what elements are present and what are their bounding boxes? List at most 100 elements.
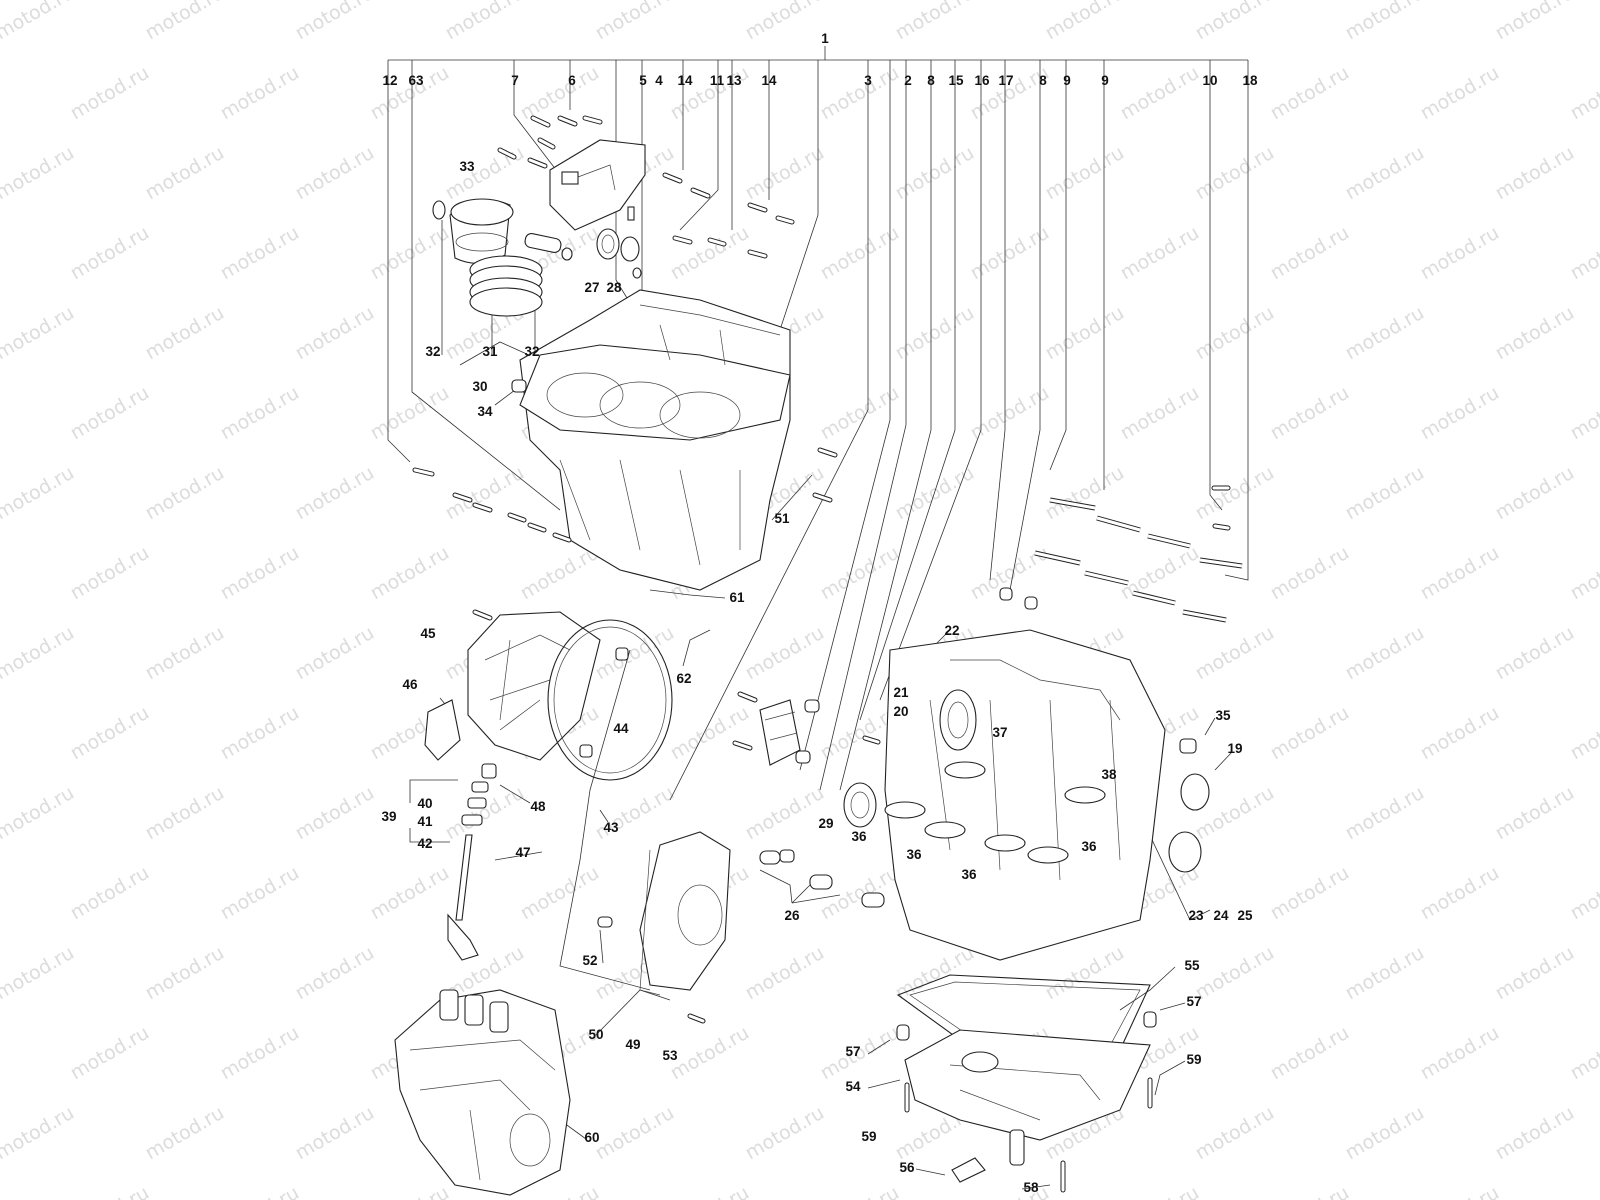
watermark-text: motod.ru xyxy=(1192,142,1278,205)
engine-overview-thumbnail xyxy=(394,989,571,1196)
label-23: 23 xyxy=(1188,908,1204,923)
label-43: 43 xyxy=(603,820,619,835)
part-number-labels: 1 12 63 7 6 5 4 14 11 13 14 3 2 8 15 16 … xyxy=(381,31,1258,1195)
watermark-text: motod.ru xyxy=(367,862,453,925)
watermark-text: motod.ru xyxy=(67,542,153,605)
watermark-text: motod.ru xyxy=(1267,222,1353,285)
watermark-text: motod.ru xyxy=(817,1182,903,1200)
watermark-text: motod.ru xyxy=(67,1182,153,1200)
label-14: 14 xyxy=(677,73,693,88)
label-7: 7 xyxy=(511,73,519,88)
watermark-text: motod.ru xyxy=(1267,1022,1353,1085)
bolt-fill xyxy=(748,250,767,258)
dowels xyxy=(511,379,1197,1041)
watermark-text: motod.ru xyxy=(1567,222,1600,285)
watermark-text: motod.ru xyxy=(142,782,228,845)
watermark-text: motod.ru xyxy=(142,1102,228,1165)
label-8: 8 xyxy=(1039,73,1047,88)
watermark-text: motod.ru xyxy=(1117,1182,1203,1200)
label-33: 33 xyxy=(459,159,475,174)
watermark-text: motod.ru xyxy=(1417,542,1503,605)
watermark-text: motod.ru xyxy=(67,222,153,285)
watermark-text: motod.ru xyxy=(67,862,153,925)
label-50: 50 xyxy=(588,1027,603,1042)
watermark-text: motod.ru xyxy=(0,622,78,685)
label-41: 41 xyxy=(417,814,433,829)
watermark-text: motod.ru xyxy=(367,62,453,125)
watermark-text: motod.ru xyxy=(667,1182,753,1200)
watermark-text: motod.ru xyxy=(892,302,978,365)
bolt-fill xyxy=(528,158,547,168)
watermark-text: motod.ru xyxy=(1567,62,1600,125)
watermark-text: motod.ru xyxy=(442,0,528,44)
bolt-fill xyxy=(708,238,726,246)
watermark-text: motod.ru xyxy=(292,1102,378,1165)
label-59: 59 xyxy=(861,1129,876,1144)
watermark-text: motod.ru xyxy=(892,0,978,44)
watermark-text: motod.ru xyxy=(292,302,378,365)
watermark-text: motod.ru xyxy=(967,1182,1053,1200)
watermark-text: motod.ru xyxy=(1417,382,1503,445)
watermark-text: motod.ru xyxy=(817,862,903,925)
watermark-text: motod.ru xyxy=(1342,142,1428,205)
watermark-text: motod.ru xyxy=(1192,0,1278,44)
bolt-fill xyxy=(663,173,682,183)
watermark-text: motod.ru xyxy=(1267,702,1353,765)
watermark-text: motod.ru xyxy=(1267,382,1353,445)
label-54: 54 xyxy=(845,1079,861,1094)
watermark-text: motod.ru xyxy=(1492,0,1578,44)
watermark-text: motod.ru xyxy=(292,462,378,525)
watermark-text: motod.ru xyxy=(1042,462,1128,525)
watermark-text: motod.ru xyxy=(1117,542,1203,605)
watermark-text: motod.ru xyxy=(0,382,3,445)
watermark-text: motod.ru xyxy=(1042,0,1128,44)
label-16: 16 xyxy=(974,73,990,88)
bolt-fill xyxy=(863,736,880,744)
piston-assembly xyxy=(432,198,573,317)
watermark-text: motod.ru xyxy=(1042,942,1128,1005)
bolt-fill xyxy=(473,503,492,512)
label-48: 48 xyxy=(530,799,546,814)
label-13: 13 xyxy=(726,73,742,88)
watermark-text: motod.ru xyxy=(217,702,303,765)
watermark-text: motod.ru xyxy=(367,382,453,445)
drain-plug xyxy=(951,1157,986,1183)
label-32: 32 xyxy=(524,344,539,359)
label-5: 5 xyxy=(639,73,647,88)
watermark-text: motod.ru xyxy=(1192,622,1278,685)
bolt-fill xyxy=(673,236,692,244)
watermark-text: motod.ru xyxy=(1042,302,1128,365)
watermark-text: motod.ru xyxy=(1492,622,1578,685)
watermark-text: motod.ru xyxy=(0,1022,3,1085)
bolt-fill xyxy=(498,148,516,159)
label-4: 4 xyxy=(655,73,663,88)
watermark-text: motod.ru xyxy=(142,462,228,525)
label-9: 9 xyxy=(1063,73,1071,88)
label-22: 22 xyxy=(944,623,959,638)
label-38: 38 xyxy=(1101,767,1117,782)
oil-pickup-parts xyxy=(447,763,497,961)
watermark-text: motod.ru xyxy=(0,862,3,925)
label-47: 47 xyxy=(515,845,530,860)
watermark-text: motod.ru xyxy=(1492,142,1578,205)
watermark-text: motod.ru xyxy=(1117,382,1203,445)
bolt-fill xyxy=(1213,524,1230,530)
label-36: 36 xyxy=(961,867,977,882)
watermark-text: motod.ru xyxy=(292,942,378,1005)
bolt-fill xyxy=(733,741,752,750)
watermark-text: motod.ru xyxy=(0,142,78,205)
label-14: 14 xyxy=(761,73,777,88)
watermark-text: motod.ru xyxy=(742,622,828,685)
watermark-text: motod.ru xyxy=(892,142,978,205)
o-rings-26 xyxy=(759,850,885,908)
watermark-text: motod.ru xyxy=(142,142,228,205)
watermark-text: motod.ru xyxy=(217,862,303,925)
watermark-text: motod.ru xyxy=(517,62,603,125)
watermark-text: motod.ru xyxy=(0,0,78,44)
label-57: 57 xyxy=(845,1044,860,1059)
watermark-text: motod.ru xyxy=(1567,1022,1600,1085)
watermark-text: motod.ru xyxy=(292,622,378,685)
watermark-text: motod.ru xyxy=(1417,1022,1503,1085)
